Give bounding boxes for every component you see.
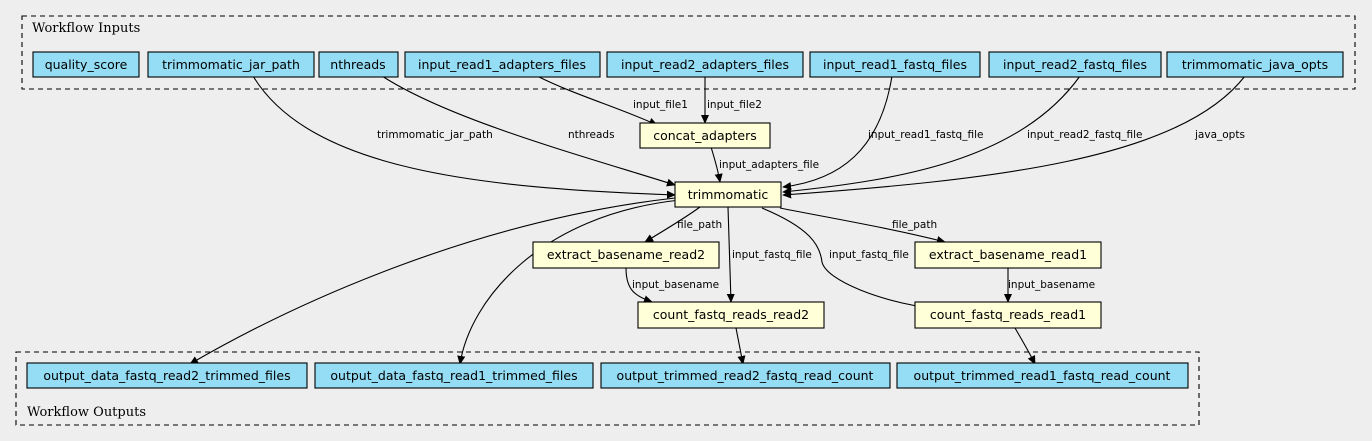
node-label: input_read2_fastq_files <box>1003 57 1147 72</box>
workflow-inputs-cluster: Workflow Inputs <box>21 15 1356 90</box>
edge-label-input-fastq-file-read1: input_fastq_file <box>829 249 909 261</box>
edge-label-file-path-read2: file_path <box>677 219 722 231</box>
edge-label-trimmomatic-jar-path: trimmomatic_jar_path <box>377 129 493 141</box>
node-label: quality_score <box>45 57 128 72</box>
node-trimmomatic[interactable]: trimmomatic <box>674 181 782 208</box>
node-label: output_data_fastq_read2_trimmed_files <box>43 368 290 383</box>
workflow-outputs-cluster-border <box>15 351 1200 426</box>
node-extract-basename-read2[interactable]: extract_basename_read2 <box>532 241 720 269</box>
node-trimmomatic-jar-path[interactable]: trimmomatic_jar_path <box>147 51 315 78</box>
node-count-fastq-reads-read1[interactable]: count_fastq_reads_read1 <box>914 301 1102 329</box>
workflow-outputs-cluster: Workflow Outputs <box>15 351 1200 426</box>
edge-labels: input_file1 input_file2 trimmomatic_jar_… <box>377 99 1245 291</box>
node-label: count_fastq_reads_read2 <box>653 307 809 322</box>
edge-java-opts-to-trimmomatic <box>782 75 1246 199</box>
workflow-inputs-cluster-border <box>21 15 1356 90</box>
node-output-trimmed-read2-fastq-read-count[interactable]: output_trimmed_read2_fastq_read_count <box>600 362 891 389</box>
node-label: trimmomatic_java_opts <box>1182 57 1328 72</box>
edge-label-input-basename-read1: input_basename <box>1008 279 1095 291</box>
node-trimmomatic-java-opts[interactable]: trimmomatic_java_opts <box>1166 51 1344 78</box>
node-input-read2-adapters-files[interactable]: input_read2_adapters_files <box>606 51 804 78</box>
step-nodes: concat_adapters trimmomatic extract_base… <box>532 122 1102 329</box>
edge-jar-path-to-trimmomatic <box>252 75 676 199</box>
node-input-read1-adapters-files[interactable]: input_read1_adapters_files <box>404 51 601 78</box>
node-label: input_read1_fastq_files <box>823 57 967 72</box>
edge-label-input-file2: input_file2 <box>707 99 762 111</box>
edge-count-read2-to-output-count <box>735 327 746 365</box>
edge-nthreads-to-trimmomatic <box>381 75 676 187</box>
node-output-data-fastq-read1-trimmed-files[interactable]: output_data_fastq_read1_trimmed_files <box>314 362 594 389</box>
node-label: trimmomatic_jar_path <box>162 57 300 72</box>
node-label: input_read2_adapters_files <box>621 57 789 72</box>
node-count-fastq-reads-read2[interactable]: count_fastq_reads_read2 <box>637 301 825 329</box>
node-extract-basename-read1[interactable]: extract_basename_read1 <box>914 241 1102 269</box>
node-output-data-fastq-read2-trimmed-files[interactable]: output_data_fastq_read2_trimmed_files <box>26 362 308 389</box>
node-nthreads[interactable]: nthreads <box>318 51 399 78</box>
edge-trimmomatic-to-extract-read2 <box>644 206 701 243</box>
node-label: nthreads <box>330 57 385 72</box>
edge-count-read1-to-output-count <box>1014 327 1036 365</box>
input-nodes: quality_score trimmomatic_jar_path nthre… <box>32 51 1344 78</box>
edge-trimmomatic-to-output-read2-trimmed <box>189 197 676 365</box>
node-input-read2-fastq-files[interactable]: input_read2_fastq_files <box>988 51 1162 78</box>
edge-extract-read2-to-count-read2 <box>625 267 653 304</box>
node-label: extract_basename_read2 <box>547 247 705 262</box>
edge-label-input-read1-fastq-file: input_read1_fastq_file <box>868 129 983 141</box>
node-label: input_read1_adapters_files <box>418 57 586 72</box>
node-input-read1-fastq-files[interactable]: input_read1_fastq_files <box>809 51 981 78</box>
edge-trimmomatic-to-output-read1-trimmed <box>457 199 681 365</box>
edges <box>189 75 1246 365</box>
edge-label-nthreads: nthreads <box>568 129 615 141</box>
node-quality-score[interactable]: quality_score <box>32 51 140 78</box>
edge-read1-fastq-to-trimmomatic <box>782 75 893 191</box>
workflow-outputs-label: Workflow Outputs <box>27 405 146 420</box>
edge-label-input-read2-fastq-file: input_read2_fastq_file <box>1027 129 1142 141</box>
node-output-trimmed-read1-fastq-read-count[interactable]: output_trimmed_read1_fastq_read_count <box>896 362 1189 389</box>
edge-label-input-basename-read2: input_basename <box>632 279 719 291</box>
node-label: count_fastq_reads_read1 <box>930 307 1086 322</box>
edge-label-input-fastq-file-read2: input_fastq_file <box>732 249 812 261</box>
node-label: output_trimmed_read1_fastq_read_count <box>914 368 1171 383</box>
edge-label-file-path-read1: file_path <box>892 219 937 231</box>
node-label: output_trimmed_read2_fastq_read_count <box>617 368 874 383</box>
node-label: output_data_fastq_read1_trimmed_files <box>330 368 577 383</box>
workflow-inputs-label: Workflow Inputs <box>32 21 140 36</box>
edge-read2-fastq-to-trimmomatic <box>782 75 1081 196</box>
node-label: trimmomatic <box>688 187 769 202</box>
edge-trimmomatic-to-count-read2 <box>726 206 735 303</box>
output-nodes: output_data_fastq_read2_trimmed_files ou… <box>26 362 1189 389</box>
edge-input-read1-adapters-to-concat <box>536 75 658 126</box>
node-label: concat_adapters <box>653 128 757 143</box>
edge-label-input-file1: input_file1 <box>633 99 688 111</box>
edge-trimmomatic-to-count-read1 <box>761 207 946 314</box>
node-concat-adapters[interactable]: concat_adapters <box>639 122 771 149</box>
node-label: extract_basename_read1 <box>929 247 1087 262</box>
edge-label-input-adapters-file: input_adapters_file <box>719 159 819 171</box>
edge-trimmomatic-to-extract-read1 <box>779 207 946 244</box>
edge-label-java-opts: java_opts <box>1194 129 1245 141</box>
edge-concat-to-trimmomatic <box>710 146 723 183</box>
